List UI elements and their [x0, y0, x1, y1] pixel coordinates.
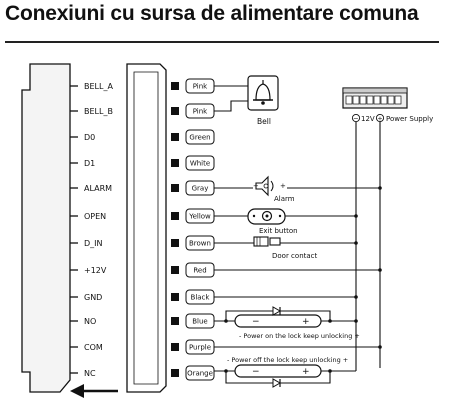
arrow-left-icon	[70, 384, 118, 398]
terminal-square	[171, 293, 179, 301]
power-supply-device: − 12V + Power Supply	[342, 87, 433, 123]
diode-icon	[272, 306, 282, 316]
wire-color-text: Green	[189, 134, 210, 142]
exit-button-label: Exit button	[259, 227, 298, 235]
wire-list: PinkPinkGreenWhiteGrayYellowBrownRedBlac…	[185, 78, 215, 381]
terminal-square	[171, 239, 179, 247]
bell-icon	[253, 80, 273, 105]
wire-color-text: Pink	[193, 83, 208, 91]
wire-color-label: Orange	[185, 365, 215, 381]
power-supply-icon	[342, 87, 408, 109]
terminal-square	[171, 184, 179, 192]
terminal-square	[171, 212, 179, 220]
wire-color-label: Red	[185, 262, 215, 278]
wire-color-text: Blue	[192, 318, 208, 326]
wire-color-label: Pink	[185, 78, 215, 94]
wire-color-text: Black	[191, 294, 211, 302]
pin-label: OPEN	[84, 212, 106, 221]
wire-color-text: Pink	[193, 108, 208, 116]
psu-12v: 12V	[361, 115, 375, 123]
svg-text:−: −	[252, 367, 260, 377]
pin-label: BELL_A	[84, 82, 113, 91]
terminal-block	[126, 63, 167, 393]
svg-text:−: −	[252, 317, 260, 327]
pin-label: BELL_B	[84, 107, 113, 116]
note-power-off: - Power off the lock keep unlocking +	[227, 356, 348, 364]
terminal-square	[171, 107, 179, 115]
wiring-lines	[214, 85, 381, 384]
alarm-icon	[255, 175, 274, 197]
note-power-on: - Power on the lock keep unlocking +	[239, 332, 360, 340]
svg-text:+: +	[302, 367, 310, 377]
terminal-square	[171, 82, 179, 90]
door-contact-label: Door contact	[272, 252, 318, 260]
bell-device: Bell	[247, 75, 279, 126]
alarm-label: Alarm	[274, 195, 295, 203]
terminal-square	[171, 369, 179, 377]
wire-color-text: Orange	[187, 370, 213, 378]
terminal-square	[171, 159, 179, 167]
wire-color-label: Black	[185, 289, 215, 305]
wire-color-text: Red	[193, 267, 206, 275]
psu-minus: −	[353, 115, 358, 123]
junction-dots	[224, 186, 382, 373]
pin-label: COM	[84, 343, 103, 352]
pin-label: D0	[84, 133, 95, 142]
pin-label: NO	[84, 317, 96, 326]
svg-text:+: +	[377, 115, 382, 123]
door-contact-icon	[253, 236, 281, 247]
page-title: Conexiuni cu sursa de alimentare comuna	[5, 2, 419, 25]
svg-text:−: −	[253, 182, 259, 190]
lock-power-on: − + - Power on the lock keep unlocking +	[234, 306, 360, 340]
wire-color-label: Gray	[185, 180, 215, 196]
door-contact-device: Door contact	[253, 236, 318, 260]
wire-color-label: Pink	[185, 103, 215, 119]
wire-color-text: Yellow	[188, 213, 211, 221]
terminal-square	[171, 133, 179, 141]
pin-label: NC	[84, 369, 96, 378]
pin-label: D1	[84, 159, 95, 168]
pin-label: ALARM	[84, 184, 112, 193]
svg-text:+: +	[302, 317, 310, 327]
terminal-square	[171, 266, 179, 274]
psu-label: Power Supply	[386, 115, 433, 123]
wire-color-label: Blue	[185, 313, 215, 329]
wire-color-text: Brown	[189, 240, 211, 248]
svg-text:+: +	[280, 182, 286, 190]
controller-backplate	[21, 63, 71, 393]
wire-color-label: Purple	[185, 339, 215, 355]
terminal-block-inner	[133, 71, 159, 385]
wire-color-text: Purple	[189, 344, 211, 352]
pin-label: +12V	[84, 266, 107, 275]
wire-color-label: Yellow	[185, 208, 215, 224]
wire-color-label: Green	[185, 129, 215, 145]
exit-button-icon	[252, 210, 282, 222]
wire-color-label: White	[185, 155, 215, 171]
terminal-square	[171, 343, 179, 351]
pin-label: D_IN	[84, 239, 103, 248]
wire-color-text: White	[190, 160, 210, 168]
wire-color-label: Brown	[185, 235, 215, 251]
pin-label: GND	[84, 293, 102, 302]
diode-icon	[272, 378, 282, 388]
exit-button-device: Exit button	[247, 208, 298, 235]
wire-color-text: Gray	[192, 185, 209, 193]
bell-label: Bell	[257, 117, 271, 126]
alarm-device: − + Alarm	[253, 175, 295, 203]
terminal-square	[171, 317, 179, 325]
title-rule	[5, 41, 439, 43]
